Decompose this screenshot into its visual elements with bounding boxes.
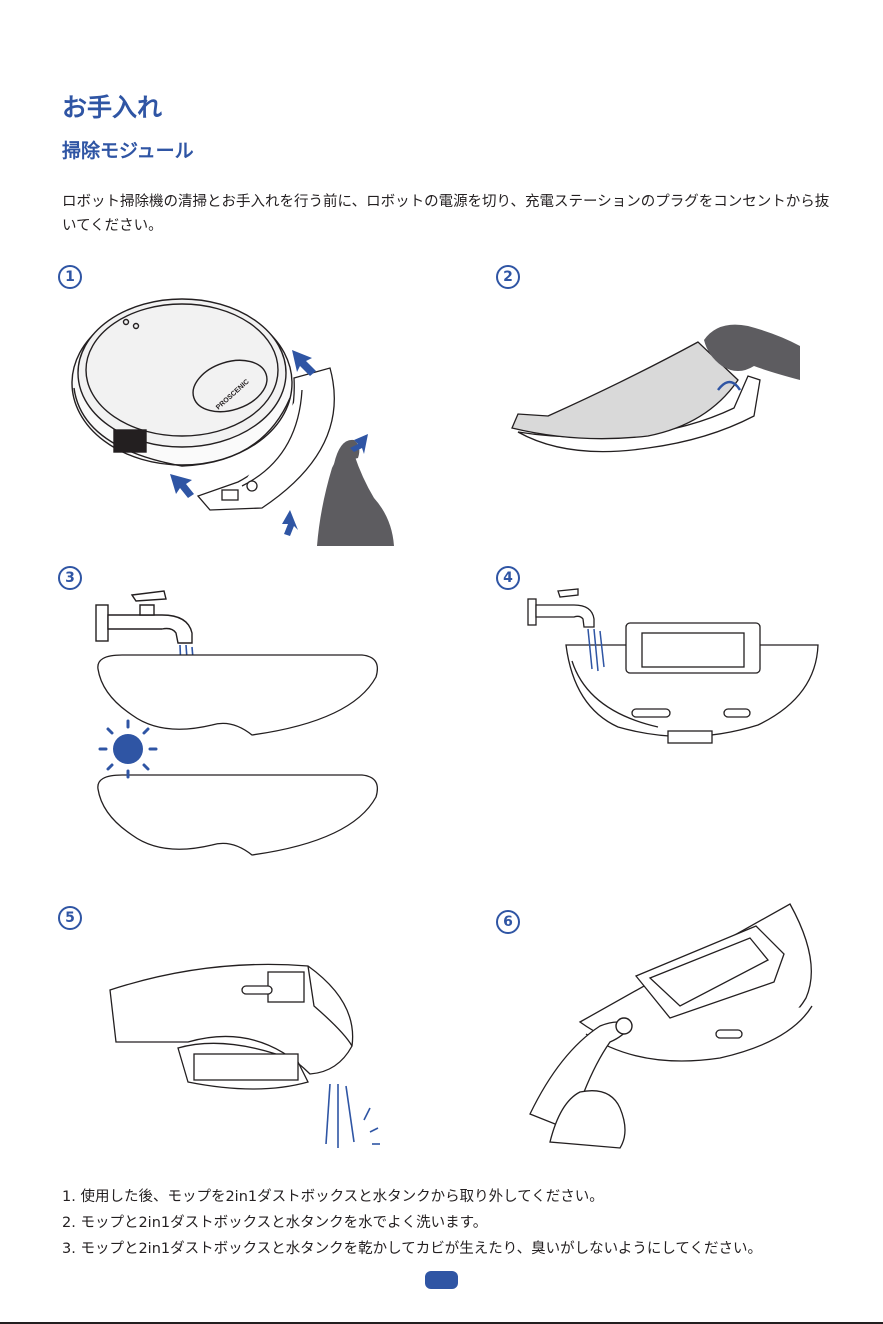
faucet-icon [528,589,594,627]
step-number-4: 4 [496,566,520,590]
illustration-wipe-bracket [520,902,820,1152]
robot-vacuum-icon [72,299,292,466]
step-number-3: 3 [58,566,82,590]
mop-bracket-icon [110,964,353,1089]
sun-icon [100,721,156,777]
page-badge [425,1271,458,1289]
illustration-rinse-bracket [528,585,824,745]
illustration-rinse-bracket-underside [108,962,388,1152]
mop-mount-icon [616,1018,632,1034]
faucet-icon [96,591,192,643]
water-stream-icon [326,1084,380,1148]
page-title: お手入れ [62,88,162,124]
illustration-peel-mop [508,320,808,470]
section-title: 掃除モジュール [62,136,194,163]
step-number-2: 2 [496,265,520,289]
illustration-remove-bracket: PROSCENIC [62,278,402,550]
hand-icon [317,440,394,546]
care-note: 3. モップと2in1ダストボックスと水タンクを乾かしてカビが生えたり、臭いがし… [62,1236,852,1262]
intro-text: ロボット掃除機の清掃とお手入れを行う前に、ロボットの電源を切り、充電ステーション… [62,190,832,238]
step-number-5: 5 [58,906,82,930]
care-note: 2. モップと2in1ダストボックスと水タンクを水でよく洗います。 [62,1210,852,1236]
step-number-6: 6 [496,910,520,934]
illustration-rinse-and-dry-mop [92,585,392,875]
mop-bracket-icon [566,623,818,743]
care-notes: 1. 使用した後、モップを2in1ダストボックスと水タンクから取り外してください… [62,1184,852,1262]
care-note: 1. 使用した後、モップを2in1ダストボックスと水タンクから取り外してください… [62,1184,852,1210]
